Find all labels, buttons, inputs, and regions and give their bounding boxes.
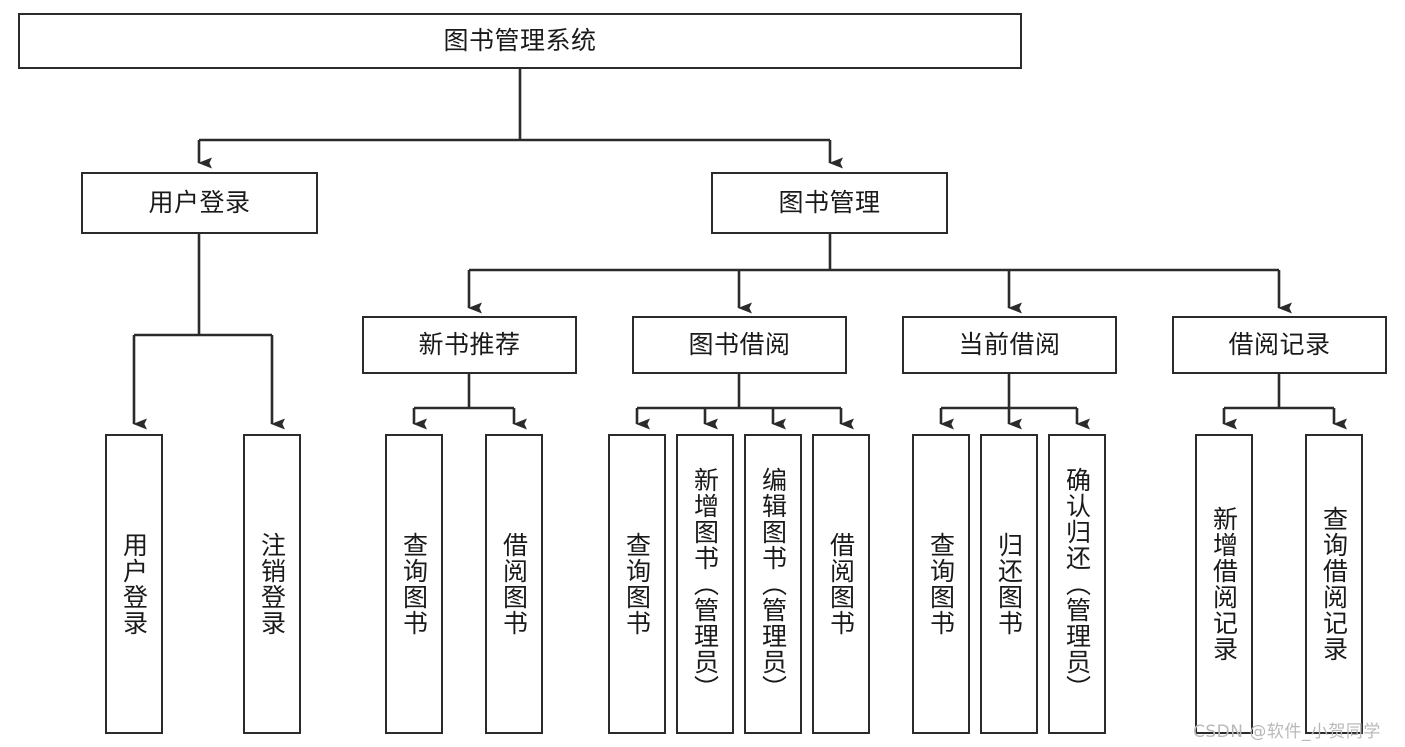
leaf-add-book-label: 新增图书（管理员） <box>690 467 720 701</box>
node-book-borrow[interactable]: 图书借阅 <box>632 316 847 374</box>
node-new-book-recommend-label: 新书推荐 <box>418 329 521 359</box>
node-root-label: 图书管理系统 <box>443 25 597 55</box>
node-root-system[interactable]: 图书管理系统 <box>18 13 1022 69</box>
leaf-query-book-borrow[interactable]: 查询图书 <box>608 434 666 734</box>
leaf-borrow-book[interactable]: 借阅图书 <box>812 434 870 734</box>
leaf-borrow-book-recommend-label: 借阅图书 <box>499 532 529 636</box>
node-new-book-recommend[interactable]: 新书推荐 <box>362 316 577 374</box>
leaf-logout-login-label: 注销登录 <box>257 532 287 636</box>
leaf-add-borrow-record-label: 新增借阅记录 <box>1209 506 1239 662</box>
leaf-confirm-return-label: 确认归还（管理员） <box>1062 467 1092 701</box>
leaf-query-borrow-record[interactable]: 查询借阅记录 <box>1305 434 1363 734</box>
node-borrow-record[interactable]: 借阅记录 <box>1172 316 1387 374</box>
leaf-return-book[interactable]: 归还图书 <box>980 434 1038 734</box>
node-current-borrow-label: 当前借阅 <box>958 329 1061 359</box>
leaf-query-borrow-record-label: 查询借阅记录 <box>1319 506 1349 662</box>
leaf-query-book-recommend-label: 查询图书 <box>399 532 429 636</box>
leaf-return-book-label: 归还图书 <box>994 532 1024 636</box>
node-current-borrow[interactable]: 当前借阅 <box>902 316 1117 374</box>
csdn-watermark: CSDN @软件_小贺同学 <box>1193 722 1381 742</box>
node-user-login-label: 用户登录 <box>148 187 251 217</box>
leaf-confirm-return[interactable]: 确认归还（管理员） <box>1048 434 1106 734</box>
leaf-add-borrow-record[interactable]: 新增借阅记录 <box>1195 434 1253 734</box>
leaf-query-book-current-label: 查询图书 <box>926 532 956 636</box>
leaf-edit-book[interactable]: 编辑图书（管理员） <box>744 434 802 734</box>
leaf-logout-login[interactable]: 注销登录 <box>243 434 301 734</box>
node-book-manage[interactable]: 图书管理 <box>711 172 948 234</box>
leaf-query-book-borrow-label: 查询图书 <box>622 532 652 636</box>
leaf-user-login-label: 用户登录 <box>119 532 149 636</box>
leaf-query-book-current[interactable]: 查询图书 <box>912 434 970 734</box>
node-book-borrow-label: 图书借阅 <box>688 329 791 359</box>
leaf-add-book[interactable]: 新增图书（管理员） <box>676 434 734 734</box>
leaf-borrow-book-recommend[interactable]: 借阅图书 <box>485 434 543 734</box>
leaf-query-book-recommend[interactable]: 查询图书 <box>385 434 443 734</box>
node-user-login[interactable]: 用户登录 <box>81 172 318 234</box>
node-book-manage-label: 图书管理 <box>778 187 881 217</box>
leaf-edit-book-label: 编辑图书（管理员） <box>758 467 788 701</box>
leaf-borrow-book-label: 借阅图书 <box>826 532 856 636</box>
node-borrow-record-label: 借阅记录 <box>1228 329 1331 359</box>
leaf-user-login[interactable]: 用户登录 <box>105 434 163 734</box>
